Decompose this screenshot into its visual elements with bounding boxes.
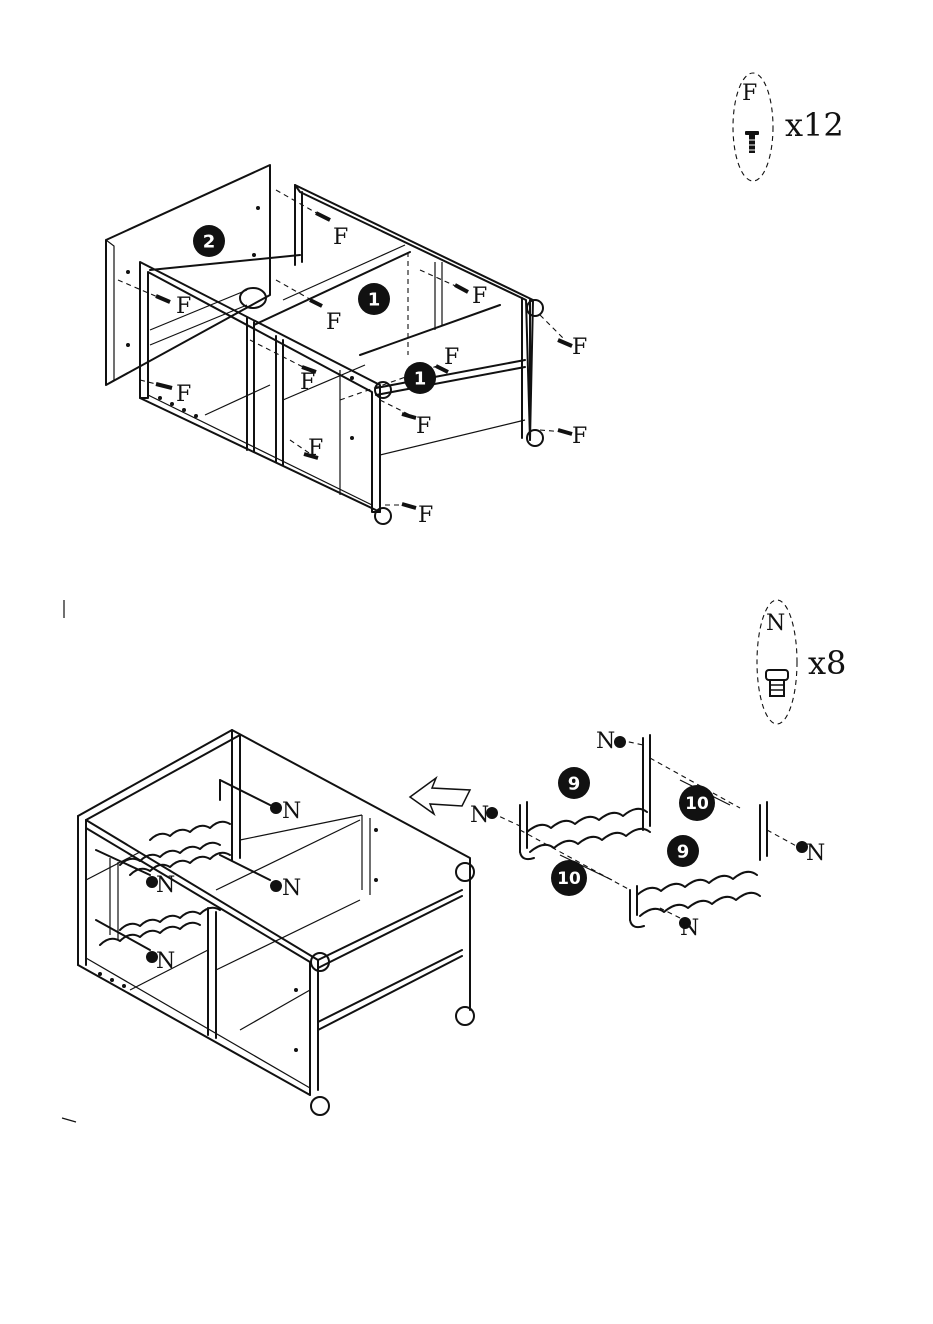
svg-text:1: 1	[368, 290, 381, 311]
part-badge-shelf: 1	[358, 283, 390, 315]
screws-n	[146, 736, 808, 963]
screw-labels-n: N N N N N N N N	[156, 729, 825, 974]
screw-label: F	[308, 436, 323, 461]
hardware-quantity: x8	[808, 644, 846, 682]
svg-text:9: 9	[677, 842, 690, 863]
cabinet-frame	[78, 730, 474, 1115]
screw-label: N	[282, 876, 301, 901]
part-badge-shelf: 1	[404, 362, 436, 394]
hardware-letter: F	[742, 81, 757, 106]
screw-labels-f: F F F F F F F F F F F F	[176, 225, 587, 528]
svg-text:1: 1	[414, 369, 427, 390]
assembly-step-1: F x12	[0, 0, 933, 560]
middle-shelves	[205, 252, 500, 415]
assembly-arrow-icon	[410, 778, 470, 814]
screw-label: F	[472, 284, 487, 309]
screw-label: N	[806, 841, 825, 866]
step1-diagram: F x12	[0, 0, 933, 560]
svg-text:10: 10	[685, 794, 709, 814]
screw-label: F	[176, 382, 191, 407]
part-badge-wine-rack: 9	[667, 835, 699, 867]
hardware-callout-f: F x12	[733, 73, 844, 181]
screw-label: N	[282, 799, 301, 824]
screw-label: N	[680, 916, 699, 941]
step2-diagram: N x8	[0, 590, 933, 1150]
screw-label: F	[176, 294, 191, 319]
screw-label: F	[333, 225, 348, 250]
svg-text:9: 9	[568, 774, 581, 795]
screw-label: N	[156, 949, 175, 974]
hardware-quantity: x12	[785, 106, 844, 144]
screws-f	[156, 213, 572, 508]
svg-text:2: 2	[203, 232, 216, 253]
hardware-callout-n: N x8	[757, 600, 846, 724]
screw-label: N	[156, 873, 175, 898]
svg-text:10: 10	[557, 869, 581, 889]
hardware-letter: N	[766, 611, 785, 636]
screw-label: F	[300, 370, 315, 395]
part-badge-rod: 10	[679, 785, 715, 821]
part-badge-wine-rack: 9	[558, 767, 590, 799]
part-badge-back-panel: 2	[193, 225, 225, 257]
screw-label: F	[416, 414, 431, 439]
screw-label: F	[572, 335, 587, 360]
installed-wine-racks	[96, 780, 270, 950]
back-panel	[106, 165, 270, 385]
assembly-step-2: N x8	[0, 590, 933, 1150]
screw-label: F	[572, 424, 587, 449]
screw-f-icon	[745, 131, 759, 153]
screw-label: F	[418, 503, 433, 528]
part-badge-rod: 10	[551, 860, 587, 896]
screw-label: F	[444, 345, 459, 370]
screw-label: N	[596, 729, 615, 754]
screw-label: N	[470, 803, 489, 828]
screw-n-icon	[766, 670, 788, 696]
screw-label: F	[326, 310, 341, 335]
